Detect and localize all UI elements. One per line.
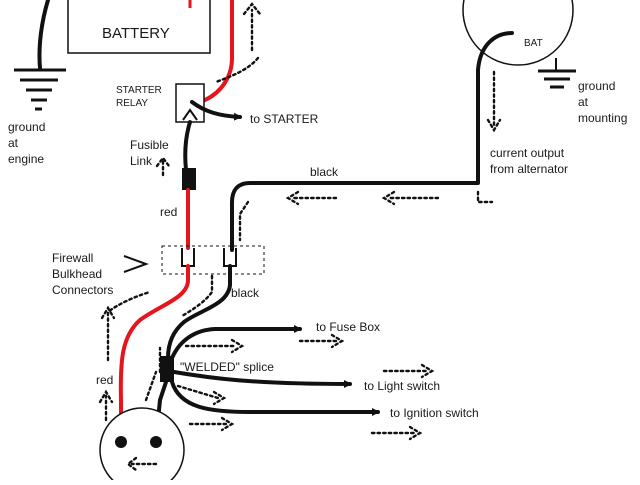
ground-mount-label-1: ground bbox=[578, 79, 615, 93]
light-switch-wire bbox=[172, 370, 352, 388]
battery-box bbox=[67, 0, 211, 54]
current-output-label-1: current output bbox=[490, 146, 565, 160]
flow-arrow-fusible bbox=[155, 156, 171, 168]
to-starter-wire bbox=[190, 100, 242, 121]
black-lower-label: black bbox=[231, 286, 260, 300]
black-wire-lower bbox=[166, 264, 232, 360]
flow-arrow-ign-1 bbox=[220, 416, 235, 432]
flow-arrow-light-1 bbox=[212, 390, 227, 406]
welded-splice-block bbox=[160, 356, 174, 382]
firewall-pointer bbox=[123, 255, 149, 273]
flow-arrow-alt-down bbox=[486, 118, 502, 133]
fusible-link-block bbox=[182, 168, 196, 190]
fusible-link-wire bbox=[183, 120, 192, 172]
red-lower-label: red bbox=[96, 373, 113, 387]
flow-dots-black-3 bbox=[238, 200, 250, 242]
ammeter-body bbox=[99, 407, 185, 485]
firewall-label-2: Bulkhead bbox=[52, 267, 102, 281]
battery-label: BATTERY bbox=[102, 25, 170, 42]
ground-engine-label-2: at bbox=[8, 136, 19, 150]
ground-engine-label-3: engine bbox=[8, 152, 44, 166]
relay-terminal bbox=[182, 108, 198, 121]
to-ignition-switch-label: to Ignition switch bbox=[390, 406, 479, 420]
flow-arrow-battery-1 bbox=[242, 2, 262, 16]
ammeter-terminal-black bbox=[150, 436, 162, 448]
firewall-label-1: Firewall bbox=[52, 251, 93, 265]
to-light-switch-label: to Light switch bbox=[364, 379, 440, 393]
ammeter-terminal-red bbox=[115, 436, 127, 448]
ground-symbol-mounting bbox=[538, 58, 576, 89]
fuse-box-wire bbox=[170, 325, 302, 360]
fusible-link-label-1: Fusible bbox=[130, 138, 169, 152]
firewall-label-3: Connectors bbox=[52, 283, 113, 297]
ignition-switch-wire bbox=[170, 380, 380, 416]
flow-arrow-light-2 bbox=[420, 363, 435, 379]
flow-arrow-ammeter bbox=[126, 456, 138, 472]
battery-ground-wire bbox=[37, 0, 50, 70]
bat-terminal-label: BAT bbox=[524, 38, 543, 49]
starter-relay-label-2: RELAY bbox=[116, 98, 148, 109]
flow-arrow-red-bottom bbox=[98, 389, 114, 404]
welded-splice-label: "WELDED" splice bbox=[180, 360, 274, 374]
flow-dots-splice-down bbox=[144, 370, 158, 402]
ground-mount-label-2: at bbox=[578, 95, 589, 109]
red-wire-lower bbox=[118, 264, 190, 442]
flow-dots-alt-corner bbox=[476, 190, 494, 204]
fusible-link-label-2: Link bbox=[130, 154, 153, 168]
flow-arrow-red-left bbox=[100, 305, 116, 320]
black-top-label: black bbox=[310, 165, 339, 179]
flow-arrow-black-1 bbox=[381, 190, 396, 206]
starter-relay-label-1: STARTER bbox=[116, 85, 162, 96]
alternator-output-wire bbox=[230, 31, 514, 252]
ground-mount-label-3: mounting bbox=[578, 111, 627, 125]
flow-arrow-ign-2 bbox=[408, 425, 423, 441]
flow-dots-battery-2 bbox=[214, 56, 260, 84]
ground-engine-label-1: ground bbox=[8, 120, 45, 134]
red-upper-label: red bbox=[160, 205, 177, 219]
current-output-label-2: from alternator bbox=[490, 162, 568, 176]
bulkhead-connector-right bbox=[223, 248, 237, 267]
ground-symbol-engine bbox=[14, 68, 66, 111]
starter-relay-box bbox=[175, 83, 205, 123]
flow-arrow-black-2 bbox=[285, 190, 300, 206]
alternator-body bbox=[462, 0, 574, 66]
flow-arrow-fuse-2 bbox=[330, 333, 345, 349]
flow-arrow-fuse-1 bbox=[230, 338, 245, 354]
bulkhead-connector-left bbox=[181, 248, 195, 267]
battery-positive-red-wire bbox=[188, 0, 234, 107]
flow-dots-red-left bbox=[106, 290, 152, 362]
to-starter-label: to STARTER bbox=[250, 112, 319, 126]
flow-dots-light-1 bbox=[176, 384, 220, 400]
flow-dots-black-lower bbox=[180, 274, 214, 318]
to-fuse-box-label: to Fuse Box bbox=[316, 320, 380, 334]
firewall-dashed-box bbox=[161, 245, 265, 275]
